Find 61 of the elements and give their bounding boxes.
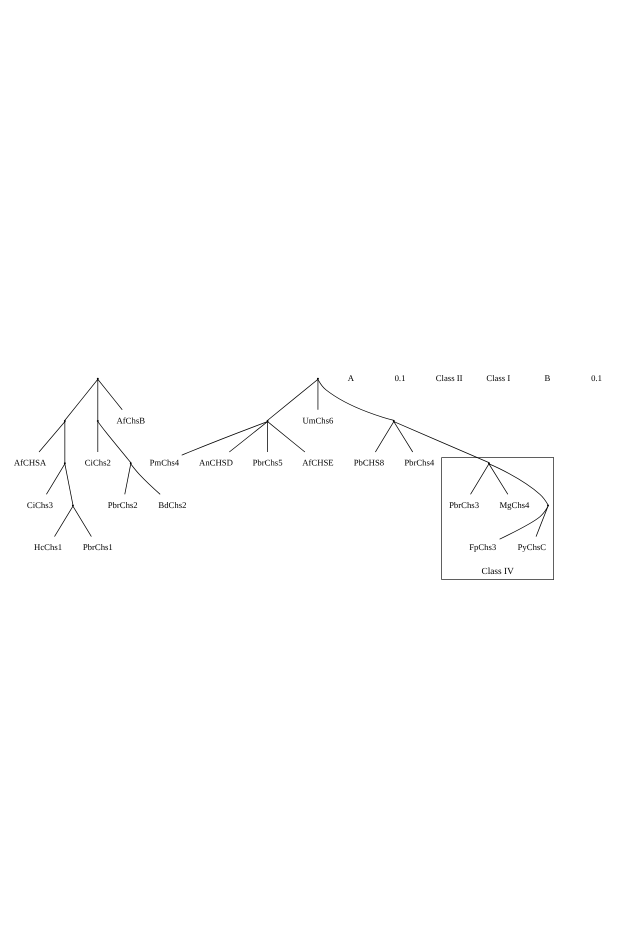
- label: Class II: [436, 372, 463, 382]
- node-point: [547, 504, 549, 506]
- label: B: [544, 372, 550, 382]
- node-text: FpChs3: [469, 542, 496, 552]
- connector: [97, 420, 98, 452]
- connector: [64, 463, 74, 505]
- node-text: PyChsC: [518, 542, 546, 552]
- node-text: AfChsB: [116, 414, 146, 425]
- connector: [394, 420, 414, 452]
- label: 0.1: [591, 372, 602, 382]
- connector: [499, 505, 548, 540]
- label: Class I: [486, 372, 510, 382]
- connector: [64, 420, 66, 462]
- connector: [470, 463, 490, 494]
- connector: [64, 378, 98, 420]
- connector: [267, 420, 268, 452]
- node-point: [266, 419, 269, 422]
- node-text: PbrChs1: [82, 542, 113, 552]
- node-text: PmChs4: [150, 457, 180, 468]
- node-text: PbrChs4: [404, 457, 434, 468]
- node-text: AfCHSE: [302, 457, 334, 468]
- node-text: HcChs1: [34, 542, 62, 552]
- node-text: CiChs2: [84, 457, 111, 468]
- connector: [488, 463, 508, 494]
- node-point: [64, 419, 66, 422]
- label: 0.1: [394, 372, 406, 382]
- node-point: [96, 419, 99, 422]
- node-text: UmChs6: [302, 414, 334, 425]
- node-point: [488, 462, 490, 464]
- node-point: [130, 462, 132, 464]
- connector: [536, 505, 548, 536]
- connector: [267, 420, 306, 452]
- node-point: [64, 462, 66, 464]
- node-text: MgChs4: [499, 499, 530, 510]
- node-text: CiChs3: [26, 499, 54, 510]
- node-text: AfCHSA: [14, 457, 46, 468]
- connector: [38, 420, 66, 452]
- connector: [72, 505, 92, 536]
- connector: [228, 420, 268, 452]
- connector: [97, 378, 98, 420]
- node-point: [72, 504, 74, 506]
- node-text: PbrChs2: [108, 499, 138, 510]
- connector: [98, 378, 123, 410]
- node-point: [96, 377, 99, 380]
- connector: [54, 505, 74, 536]
- connector: [394, 420, 490, 462]
- node-text: PbCHS8: [354, 457, 384, 468]
- node-point: [392, 419, 395, 422]
- connector: [488, 463, 548, 505]
- connector: [46, 463, 66, 494]
- label: A: [348, 372, 354, 382]
- connector: [124, 463, 132, 494]
- connector: [181, 420, 268, 456]
- node-text: PbrChs3: [449, 499, 480, 510]
- connector: [130, 463, 161, 494]
- node-text: PbrChs5: [252, 457, 283, 468]
- node-text: BdChs2: [158, 499, 186, 510]
- node-text: AnCHSD: [199, 457, 233, 468]
- connector: [375, 420, 394, 452]
- node-point: [316, 377, 319, 380]
- connector: [97, 420, 132, 462]
